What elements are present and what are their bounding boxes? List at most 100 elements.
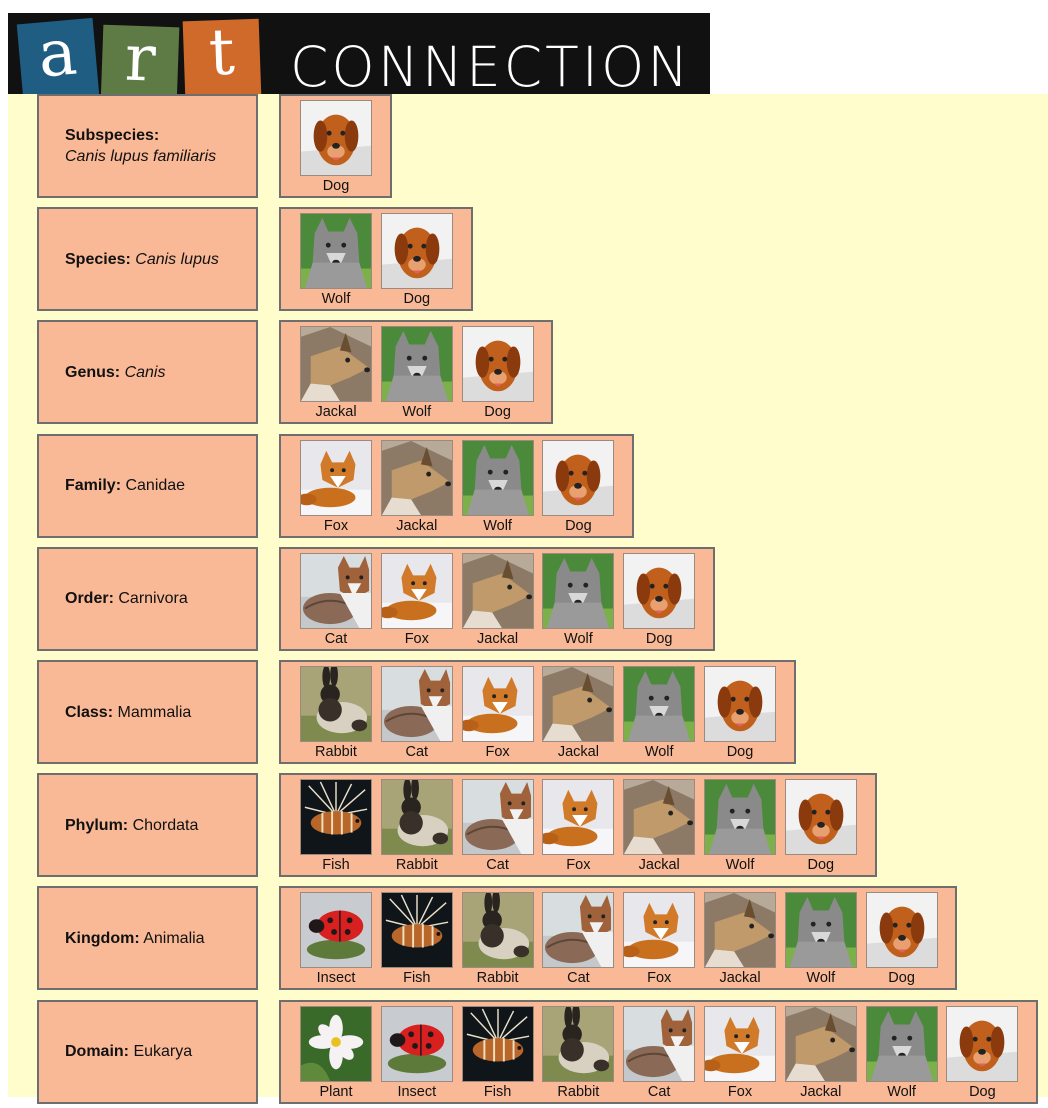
- rank-title: Phylum:: [65, 816, 129, 834]
- organism-rabbit: Rabbit: [461, 892, 535, 986]
- organism-caption: Dog: [403, 291, 431, 308]
- organism-caption: Cat: [405, 744, 429, 760]
- rank-title: Subspecies:: [65, 127, 160, 144]
- cat-photo: [623, 1005, 696, 1082]
- rabbit-photo: [300, 666, 372, 742]
- wolf-photo: [784, 892, 857, 969]
- fox-photo: [704, 1005, 776, 1082]
- organism-dog: Dog: [945, 1005, 1019, 1100]
- organism-jackal: Jackal: [380, 439, 454, 534]
- organism-cat: Cat: [299, 552, 373, 647]
- organism-caption: Fish: [322, 857, 350, 874]
- organism-caption: Wolf: [402, 404, 432, 421]
- organism-wolf: Wolf: [461, 439, 535, 534]
- organism-group: Wolf Dog: [279, 207, 473, 312]
- organism-dog: Dog: [541, 439, 615, 534]
- organism-dog: Dog: [703, 666, 777, 760]
- jackal-photo: [704, 892, 776, 969]
- organism-plant: Plant: [299, 1005, 373, 1100]
- insect-photo: [380, 1005, 453, 1082]
- dog-photo: [865, 892, 938, 969]
- rank-title: Genus:: [65, 363, 121, 381]
- rank-title: Order:: [65, 590, 114, 608]
- organism-jackal: Jackal: [703, 892, 777, 986]
- organism-jackal: Jackal: [784, 1005, 858, 1100]
- jackal-photo: [784, 1005, 857, 1082]
- rabbit-photo: [380, 779, 453, 856]
- organism-caption: Dog: [726, 744, 754, 760]
- plant-photo: [300, 1005, 372, 1082]
- art-connection-banner: a r t CONNECTION: [8, 13, 710, 106]
- dog-photo: [623, 552, 696, 629]
- dog-photo: [704, 666, 776, 742]
- wolf-photo: [542, 552, 615, 629]
- letter-tile-t: t: [182, 16, 262, 100]
- organism-caption: Fox: [485, 744, 510, 760]
- organism-caption: Wolf: [887, 1083, 916, 1100]
- organism-caption: Jackal: [315, 404, 357, 421]
- organism-fish: Fish: [380, 892, 454, 986]
- organism-caption: Wolf: [564, 630, 593, 647]
- organism-fox: Fox: [461, 666, 535, 760]
- organism-caption: Cat: [567, 970, 590, 987]
- organism-caption: Insect: [397, 1083, 437, 1100]
- organism-jackal: Jackal: [299, 326, 373, 420]
- wolf-photo: [461, 439, 534, 516]
- fox-photo: [461, 666, 534, 742]
- organism-dog: Dog: [380, 213, 454, 307]
- organism-caption: Wolf: [806, 970, 836, 987]
- wolf-photo: [300, 213, 372, 290]
- organism-caption: Wolf: [644, 744, 674, 760]
- organism-caption: Fox: [647, 970, 672, 987]
- organism-cat: Cat: [622, 1005, 696, 1100]
- rank-label: Phylum: Chordata: [37, 773, 258, 878]
- rank-title: Class:: [65, 703, 114, 721]
- fox-photo: [300, 439, 372, 516]
- organism-wolf: Wolf: [380, 326, 454, 420]
- organism-caption: Rabbit: [395, 857, 438, 874]
- cat-photo: [300, 552, 372, 629]
- organism-caption: Dog: [322, 178, 350, 194]
- rank-label: Domain: Eukarya: [37, 999, 258, 1104]
- organism-fox: Fox: [299, 439, 373, 534]
- jackal-photo: [380, 439, 453, 516]
- taxon-name: Chordata: [132, 816, 199, 834]
- rabbit-photo: [461, 892, 534, 969]
- organism-cat: Cat: [461, 779, 535, 873]
- organism-caption: Wolf: [321, 291, 351, 308]
- taxon-name: Canis lupus familiaris: [65, 148, 217, 165]
- organism-insect: Insect: [380, 1005, 454, 1100]
- dog-photo: [542, 439, 615, 516]
- organism-rabbit: Rabbit: [299, 666, 373, 760]
- jackal-photo: [542, 666, 615, 742]
- organism-fox: Fox: [380, 552, 454, 647]
- fish-photo: [380, 892, 453, 969]
- organism-dog: Dog: [299, 100, 373, 194]
- organism-caption: Jackal: [396, 517, 438, 534]
- organism-dog: Dog: [622, 552, 696, 647]
- rank-label: Subspecies: Canis lupus familiaris: [37, 94, 258, 198]
- fish-photo: [300, 779, 372, 856]
- organism-wolf: Wolf: [865, 1005, 939, 1100]
- rank-label: Species: Canis lupus: [37, 207, 258, 312]
- dog-photo: [784, 779, 857, 856]
- jackal-photo: [300, 326, 372, 403]
- organism-wolf: Wolf: [784, 892, 858, 986]
- fox-photo: [380, 552, 453, 629]
- organism-cat: Cat: [541, 892, 615, 986]
- organism-caption: Cat: [647, 1083, 671, 1100]
- rank-title: Species:: [65, 250, 131, 268]
- organism-caption: Plant: [319, 1083, 353, 1100]
- organism-fox: Fox: [622, 892, 696, 986]
- organism-cat: Cat: [380, 666, 454, 760]
- cat-photo: [380, 666, 453, 742]
- taxon-name: Eukarya: [133, 1043, 193, 1061]
